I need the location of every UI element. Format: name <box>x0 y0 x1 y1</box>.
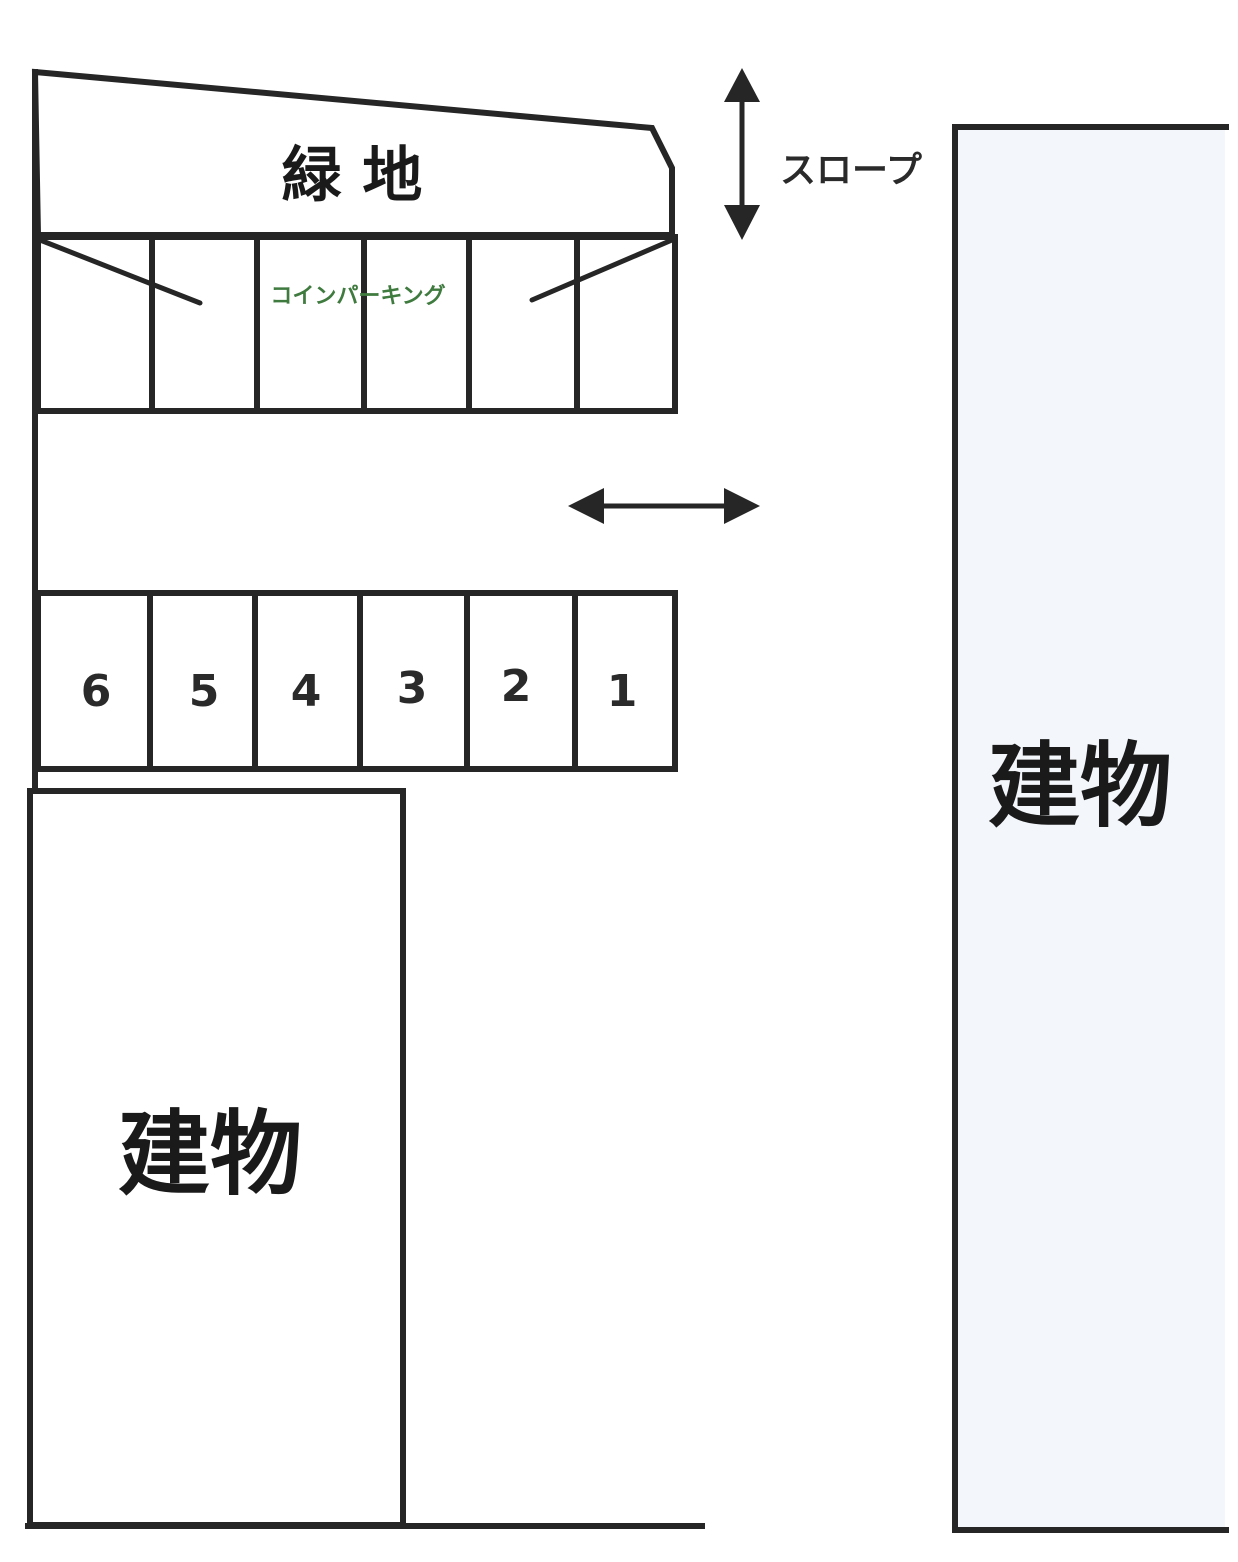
coin-parking-slash-right <box>529 237 675 303</box>
green-area-label: 緑 地 <box>282 141 423 211</box>
parking-space-numbers: 6 5 4 3 2 1 <box>81 661 638 717</box>
vertical-double-arrow-icon <box>724 68 760 240</box>
parking-space-number: 5 <box>189 666 220 717</box>
parking-space-number: 4 <box>291 666 322 717</box>
numbered-parking-dividers <box>147 590 578 772</box>
parking-space-number: 2 <box>501 661 532 712</box>
coin-parking-slash-left <box>37 237 203 306</box>
coin-parking-dividers <box>149 234 580 414</box>
coin-parking-label: コインパーキング <box>270 283 445 309</box>
parking-space-number: 6 <box>81 666 112 717</box>
parking-space-number: 1 <box>607 666 638 717</box>
horizontal-double-arrow-icon <box>568 488 760 524</box>
numbered-parking-block <box>35 590 678 772</box>
right-building <box>955 127 1225 1530</box>
right-building-label: 建物 <box>988 733 1172 840</box>
parking-space-number: 3 <box>397 663 428 714</box>
slope-label: スロープ <box>780 150 922 191</box>
right-building-outline <box>952 124 1229 1533</box>
left-building-label: 建物 <box>118 1101 302 1208</box>
